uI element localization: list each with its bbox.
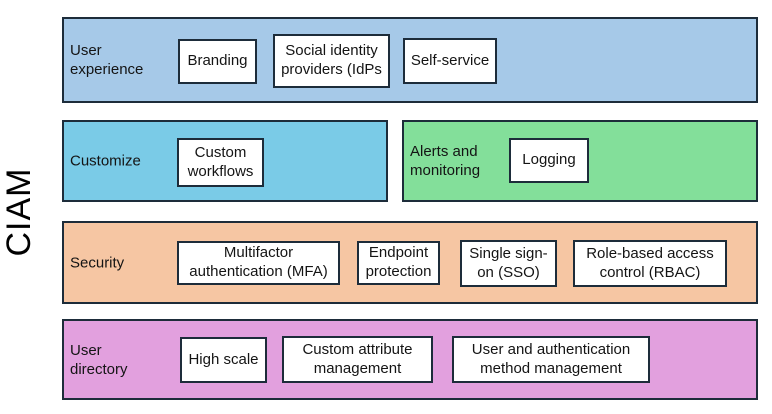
diagram-side-title: CIAM	[0, 167, 38, 257]
node-logging: Logging	[509, 138, 589, 183]
node-custom-workflows: Custom workflows	[177, 138, 264, 187]
node-branding: Branding	[178, 39, 257, 84]
band-security: Security Multifactor authentication (MFA…	[62, 221, 758, 304]
band-alerts-and-monitoring: Alerts and monitoring Logging	[402, 120, 758, 202]
node-self-service: Self-service	[403, 38, 497, 84]
band-user-directory-label: User directory	[70, 341, 128, 378]
node-single-sign-on: Single sign- on (SSO)	[460, 240, 557, 287]
node-endpoint-protection: Endpoint protection	[357, 241, 440, 285]
node-multifactor-authentication: Multifactor authentication (MFA)	[177, 241, 340, 285]
band-security-label: Security	[70, 253, 125, 271]
band-customize: Customize Custom workflows	[62, 120, 388, 202]
band-customize-label: Customize	[70, 152, 141, 170]
band-user-experience: User experience Branding Social identity…	[62, 17, 758, 103]
band-alerts-and-monitoring-label: Alerts and monitoring	[410, 142, 481, 179]
node-custom-attribute-management: Custom attribute management	[282, 336, 433, 383]
node-high-scale: High scale	[180, 337, 267, 383]
node-user-authentication-method-management: User and authentication method managemen…	[452, 336, 650, 383]
node-role-based-access-control: Role-based access control (RBAC)	[573, 240, 727, 287]
band-user-directory: User directory High scale Custom attribu…	[62, 319, 758, 400]
band-user-experience-label: User experience	[70, 41, 144, 78]
node-social-identity-providers: Social identity providers (IdPs	[273, 34, 390, 88]
